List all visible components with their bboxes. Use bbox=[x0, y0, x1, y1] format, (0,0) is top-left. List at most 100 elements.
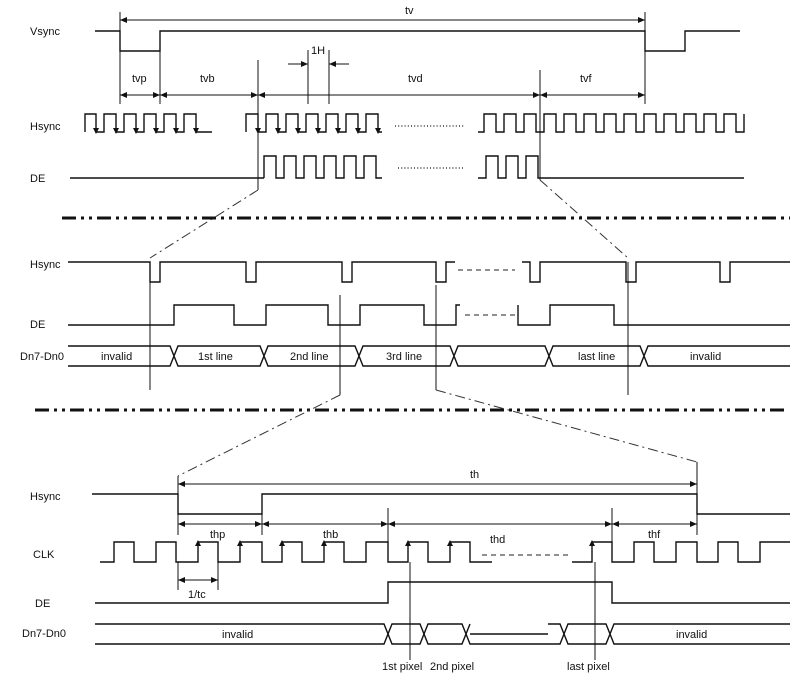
data-mid-cell-2nd-line: 2nd line bbox=[290, 351, 329, 363]
data-mid-cell-invalid-start: invalid bbox=[101, 351, 132, 363]
data-mid-cell-1st-line: 1st line bbox=[198, 351, 233, 363]
one-h-arrow-left bbox=[301, 61, 308, 67]
clk-rise-arrow bbox=[279, 540, 285, 546]
clk-rise-arrow bbox=[321, 540, 327, 546]
hsync-bottom-waveform bbox=[92, 493, 790, 515]
de-bottom-signal-label: DE bbox=[35, 598, 50, 610]
data-mid-cell-3rd-line: 3rd line bbox=[386, 351, 422, 363]
data-mid-bus: invalid 1st line 2nd line 3rd line last … bbox=[68, 345, 790, 367]
thp-arrow-right bbox=[255, 521, 262, 527]
clk-rise-arrow bbox=[405, 540, 411, 546]
data-mid-cell-last-line: last line bbox=[578, 351, 615, 363]
hsync-top-signal-label: Hsync bbox=[30, 121, 61, 133]
thd-arrow-right bbox=[605, 521, 612, 527]
de-mid-signal-label: DE bbox=[30, 319, 45, 331]
thp-label: thp bbox=[210, 529, 225, 541]
tvp-arrow-left bbox=[120, 92, 127, 98]
hsync-fall-arrow bbox=[375, 128, 381, 134]
hsync-fall-arrow bbox=[133, 128, 139, 134]
one-h-label: 1H bbox=[311, 45, 325, 57]
tc-arrow-right bbox=[211, 577, 218, 583]
data-bottom-bus-outline bbox=[95, 623, 790, 645]
hsync-fall-arrow bbox=[275, 128, 281, 134]
tc-arrow-left bbox=[178, 577, 185, 583]
zoom-guide-left bbox=[149, 189, 259, 259]
data-mid-cell-invalid-end: invalid bbox=[690, 351, 721, 363]
data-mid-signal-label: Dn7-Dn0 bbox=[20, 351, 64, 363]
vsync-signal-label: Vsync bbox=[30, 26, 60, 38]
de-top-pulses-b bbox=[478, 155, 744, 179]
clk-signal bbox=[100, 541, 492, 563]
thd-label: thd bbox=[490, 534, 505, 546]
tvp-arrow-right bbox=[153, 92, 160, 98]
hsync-bottom-signal-label: Hsync bbox=[30, 491, 61, 503]
thf-arrow-left bbox=[612, 521, 619, 527]
zoom-guide-right bbox=[435, 389, 698, 463]
clk-waveform bbox=[100, 540, 790, 563]
data-bottom-cell-invalid-start: invalid bbox=[222, 629, 253, 641]
clk-rise-arrow bbox=[237, 540, 243, 546]
clk-rise-arrow bbox=[589, 540, 595, 546]
tvp-label: tvp bbox=[132, 73, 147, 85]
tvb-arrow-left bbox=[160, 92, 167, 98]
hsync-fall-arrow bbox=[255, 128, 261, 134]
thb-label: thb bbox=[323, 529, 338, 541]
tvd-arrow-right bbox=[533, 92, 540, 98]
vsync-waveform bbox=[95, 30, 740, 52]
data-bottom-signal-label: Dn7-Dn0 bbox=[22, 628, 66, 640]
data-mid-bus-outline bbox=[68, 345, 790, 367]
thd-arrow-left bbox=[388, 521, 395, 527]
th-arrow-right bbox=[690, 481, 697, 487]
tv-label: tv bbox=[405, 5, 414, 17]
pixel-label-first: 1st pixel bbox=[382, 661, 422, 673]
thf-arrow-right bbox=[690, 521, 697, 527]
clk-rise-arrow bbox=[195, 540, 201, 546]
hsync-top-waveform bbox=[84, 113, 745, 134]
hsync-mid-signal-end bbox=[522, 261, 790, 283]
pixel-label-second: 2nd pixel bbox=[430, 661, 474, 673]
tvf-arrow-right bbox=[638, 92, 645, 98]
hsync-top-pulses-vp bbox=[84, 113, 212, 133]
hsync-fall-arrow bbox=[315, 128, 321, 134]
de-mid-signal-end bbox=[517, 304, 790, 326]
tvf-label: tvf bbox=[580, 73, 593, 85]
de-bottom-waveform bbox=[95, 581, 790, 604]
hsync-fall-arrow bbox=[193, 128, 199, 134]
de-top-signal-label: DE bbox=[30, 173, 45, 185]
data-bottom-cell-invalid-end: invalid bbox=[676, 629, 707, 641]
de-mid-waveform bbox=[68, 304, 790, 326]
de-top-waveform bbox=[70, 155, 744, 179]
clk-signal-label: CLK bbox=[33, 549, 55, 561]
tvf-arrow-left bbox=[540, 92, 547, 98]
data-bottom-bus: invalid invalid bbox=[95, 623, 790, 645]
hsync-fall-arrow bbox=[355, 128, 361, 134]
thp-arrow-left bbox=[178, 521, 185, 527]
hsync-mid-signal-label: Hsync bbox=[30, 259, 61, 271]
hsync-top-pulses-vd bbox=[245, 113, 382, 133]
tv-arrow-left bbox=[120, 17, 127, 23]
thb-arrow-left bbox=[262, 521, 269, 527]
tvb-label: tvb bbox=[200, 73, 215, 85]
clk-signal-end bbox=[572, 541, 790, 563]
hsync-fall-arrow bbox=[335, 128, 341, 134]
th-label: th bbox=[470, 469, 479, 481]
tvd-label: tvd bbox=[408, 73, 423, 85]
tvd-arrow-left bbox=[258, 92, 265, 98]
tvb-arrow-right bbox=[251, 92, 258, 98]
hsync-top-pulses-vf bbox=[478, 113, 745, 133]
clk-rise-arrow bbox=[447, 540, 453, 546]
hsync-fall-arrow bbox=[295, 128, 301, 134]
hsync-fall-arrow bbox=[173, 128, 179, 134]
thb-arrow-right bbox=[381, 521, 388, 527]
tv-arrow-right bbox=[638, 17, 645, 23]
one-h-arrow-right bbox=[329, 61, 336, 67]
thf-label: thf bbox=[648, 529, 661, 541]
pixel-label-last: last pixel bbox=[567, 661, 610, 673]
hsync-mid-waveform bbox=[68, 261, 790, 283]
hsync-fall-arrow bbox=[93, 128, 99, 134]
hsync-fall-arrow bbox=[113, 128, 119, 134]
de-top-pulses-a bbox=[263, 155, 382, 179]
hsync-fall-arrow bbox=[153, 128, 159, 134]
de-mid-signal bbox=[68, 304, 460, 326]
hsync-mid-signal bbox=[68, 261, 455, 283]
